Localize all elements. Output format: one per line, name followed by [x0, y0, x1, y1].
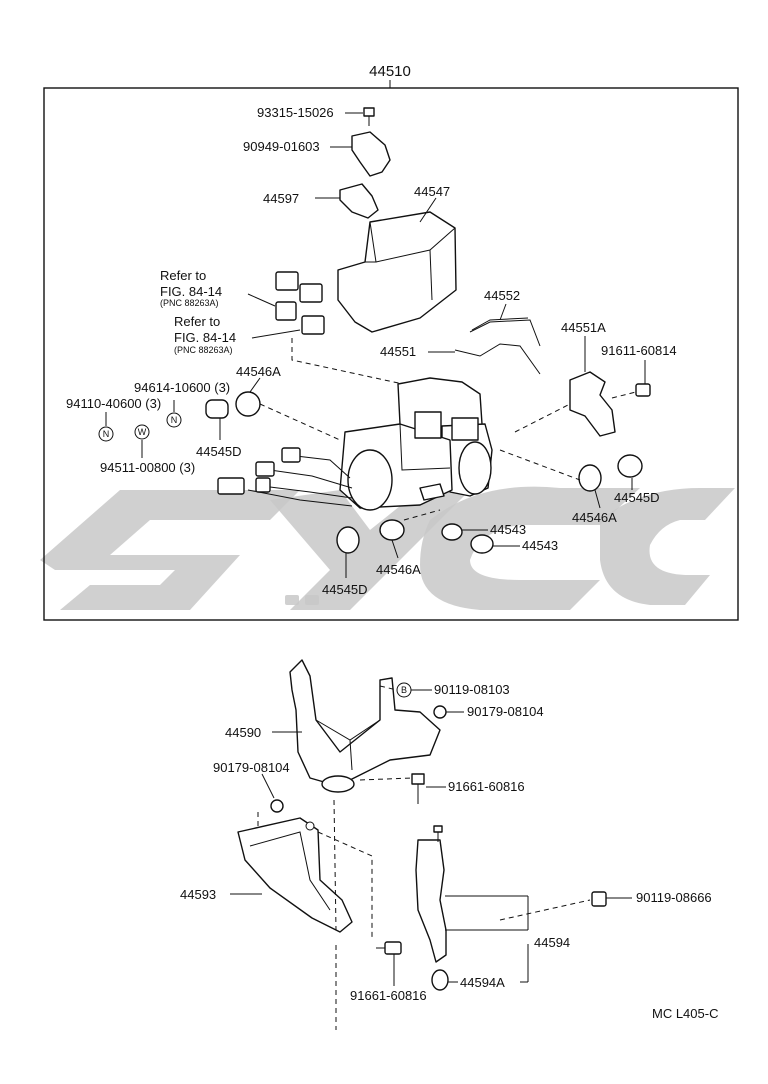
bolt-90119-08666: [591, 891, 632, 907]
label-44547: 44547: [414, 184, 450, 199]
marker-n-lower: N: [98, 412, 114, 442]
label-94614-10600: 94614-10600 (3): [134, 380, 230, 395]
plate-44593: [230, 799, 373, 940]
label-90179-08104-upper: 90179-08104: [467, 704, 544, 719]
relay-group: [247, 271, 441, 393]
mount-44545D-lower: [336, 526, 360, 578]
label-refer1-a: Refer to: [160, 268, 206, 283]
svg-text:B: B: [401, 685, 407, 695]
svg-text:N: N: [171, 415, 178, 425]
label-44552: 44552: [484, 288, 520, 303]
label-refer2-b: FIG. 84-14: [174, 330, 236, 345]
tube-44552: [469, 303, 541, 347]
nut-44594A: [431, 969, 528, 991]
watermark-logo: [40, 486, 735, 610]
label-44593: 44593: [180, 887, 216, 902]
bolt-91611: [611, 360, 651, 399]
bracket-44597: [315, 183, 379, 219]
bolt-91661-upper: [359, 773, 446, 804]
svg-text:N: N: [103, 429, 110, 439]
label-90119-08666: 90119-08666: [636, 890, 712, 905]
mount-44546A-lower: [379, 509, 441, 559]
label-90119-08103: 90119-08103: [434, 682, 510, 697]
nut-90179-upper: [433, 705, 464, 719]
label-44545D-lower: 44545D: [322, 582, 368, 597]
bracket-44551A: [514, 336, 616, 437]
marker-b: B: [379, 682, 432, 698]
label-94511-00800: 94511-00800 (3): [100, 460, 195, 475]
grommet-44543-b: [470, 534, 520, 554]
label-44546A-upper: 44546A: [236, 364, 281, 379]
label-44590: 44590: [225, 725, 261, 740]
label-refer1-c: (PNC 88263A): [160, 298, 219, 308]
label-44551A: 44551A: [561, 320, 606, 335]
label-refer2-c: (PNC 88263A): [174, 345, 233, 355]
label-44543-a: 44543: [490, 522, 526, 537]
label-44594A: 44594A: [460, 975, 505, 990]
bracket-44594: [335, 825, 591, 1030]
cover-44547: [337, 197, 457, 333]
mount-44545D-right: [617, 454, 643, 490]
label-44551: 44551: [380, 344, 416, 359]
label-91661-60816-lower: 91661-60816: [350, 988, 427, 1003]
label-44594: 44594: [534, 935, 570, 950]
nut-90179-lower: [257, 773, 284, 830]
wire-harness: [217, 447, 353, 507]
mount-44545D-upper: [205, 399, 229, 440]
svg-text:W: W: [138, 427, 147, 437]
label-44545D-upper: 44545D: [196, 444, 242, 459]
mount-44546A-upper: [235, 377, 341, 441]
bracket-44590: [272, 659, 441, 793]
marker-n-upper: N: [166, 400, 182, 428]
label-91661-60816-upper: 91661-60816: [448, 779, 525, 794]
label-refer2-a: Refer to: [174, 314, 220, 329]
marker-w: W: [134, 424, 150, 458]
label-90949-01603: 90949-01603: [243, 139, 320, 154]
assembly-label: 44510: [369, 63, 411, 80]
figure-code: MC L405-C: [652, 1006, 718, 1021]
label-44546A-right: 44546A: [572, 510, 617, 525]
label-44597: 44597: [263, 191, 299, 206]
grommet-44543-a: [441, 523, 488, 541]
label-44545D-right: 44545D: [614, 490, 660, 505]
label-44546A-lower: 44546A: [376, 562, 421, 577]
label-refer1-b: FIG. 84-14: [160, 284, 222, 299]
label-93315-15026: 93315-15026: [257, 105, 334, 120]
actuator-body: [339, 377, 493, 511]
mount-44546A-right: [499, 449, 602, 509]
bolt-93315: [345, 107, 375, 126]
label-91611-60814: 91611-60814: [601, 343, 677, 358]
bracket-90949: [330, 131, 391, 177]
assembly-frame: [43, 87, 739, 621]
tube-44551: [428, 343, 541, 375]
bolt-91661-lower: [376, 941, 402, 986]
label-44543-b: 44543: [522, 538, 558, 553]
label-90179-08104-lower: 90179-08104: [213, 760, 290, 775]
label-94110-40600: 94110-40600 (3): [66, 396, 161, 411]
